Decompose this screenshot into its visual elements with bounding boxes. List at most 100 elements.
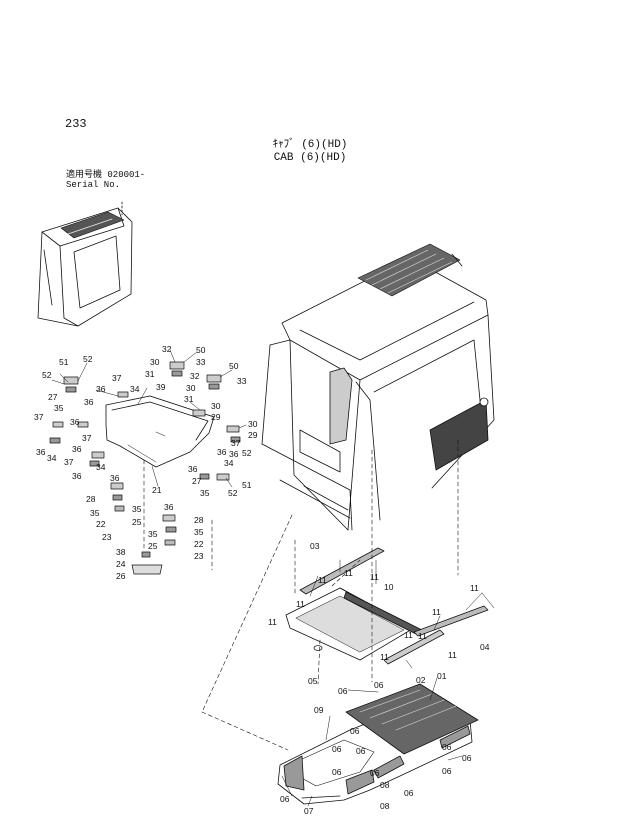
callout-25: 25 (132, 517, 142, 527)
roof-frame (277, 683, 479, 805)
serial-label-japanese: 適用号機 020001- (66, 170, 146, 180)
callout-34: 34 (130, 384, 140, 394)
callout-04: 04 (480, 642, 490, 652)
callout-11: 11 (404, 630, 413, 640)
callout-11: 11 (344, 568, 353, 578)
callout-32: 32 (190, 371, 200, 381)
callout-21: 21 (152, 485, 162, 495)
hardware-parts (49, 361, 241, 575)
callout-25: 25 (148, 541, 158, 551)
callout-23: 23 (102, 532, 112, 542)
callout-06: 06 (404, 788, 414, 798)
roof-panels (285, 547, 489, 665)
callout-10: 10 (384, 582, 394, 592)
callout-11: 11 (380, 652, 389, 662)
callout-34: 34 (224, 458, 234, 468)
callout-27: 27 (192, 476, 202, 486)
callout-06: 06 (338, 686, 348, 696)
callout-35: 35 (200, 488, 210, 498)
callout-39: 39 (156, 382, 166, 392)
callout-11: 11 (432, 607, 441, 617)
leader-lines (51, 349, 495, 807)
callout-36: 36 (70, 417, 80, 427)
callout-28: 28 (86, 494, 96, 504)
callout-35: 35 (148, 529, 158, 539)
callout-35: 35 (194, 527, 204, 537)
page-title-japanese: ｷｬﾌﾞ (6)(HD) (272, 139, 348, 151)
callout-30: 30 (248, 419, 258, 429)
callout-05: 05 (308, 676, 318, 686)
callout-03: 03 (310, 541, 320, 551)
callout-51: 51 (242, 480, 252, 490)
callout-labels: 51 52 52 27 35 36 36 37 34 39 37 36 37 3… (34, 344, 490, 816)
callout-06: 06 (280, 794, 290, 804)
callout-06: 06 (350, 726, 360, 736)
callout-36: 36 (188, 464, 198, 474)
callout-50: 50 (196, 345, 206, 355)
callout-06: 06 (374, 680, 384, 690)
callout-22: 22 (96, 519, 106, 529)
page-number: 233 (65, 117, 87, 131)
callout-36: 36 (96, 384, 106, 394)
serial-number-block: 適用号機 020001- Serial No. (66, 170, 145, 190)
callout-11: 11 (448, 650, 457, 660)
callout-37: 37 (112, 373, 122, 383)
callout-27: 27 (48, 392, 58, 402)
callout-35: 35 (90, 508, 100, 518)
callout-30: 30 (211, 401, 221, 411)
callout-06: 06 (332, 744, 342, 754)
callout-11: 11 (318, 575, 327, 585)
callout-50: 50 (229, 361, 239, 371)
callout-36: 36 (164, 502, 174, 512)
callout-32: 32 (162, 344, 172, 354)
callout-36: 36 (229, 449, 239, 459)
callout-38: 38 (116, 547, 126, 557)
callout-31: 31 (184, 394, 194, 404)
callout-06: 06 (442, 742, 452, 752)
projection-lines (143, 439, 459, 751)
callout-36: 36 (217, 447, 227, 457)
callout-11: 11 (370, 572, 379, 582)
callout-33: 33 (196, 357, 206, 367)
callout-37: 37 (64, 457, 74, 467)
callout-06: 06 (370, 768, 380, 778)
callout-37: 37 (82, 433, 92, 443)
callout-23: 23 (194, 551, 204, 561)
callout-08: 08 (380, 780, 390, 790)
callout-36: 36 (36, 447, 46, 457)
callout-06: 06 (462, 753, 472, 763)
callout-30: 30 (150, 357, 160, 367)
callout-06: 06 (332, 767, 342, 777)
callout-52: 52 (42, 370, 52, 380)
callout-37: 37 (34, 412, 44, 422)
callout-35: 35 (54, 403, 64, 413)
callout-11: 11 (470, 583, 479, 593)
callout-52: 52 (242, 448, 252, 458)
callout-26: 26 (116, 571, 126, 581)
callout-35: 35 (132, 504, 142, 514)
callout-01: 01 (437, 671, 447, 681)
callout-36: 36 (72, 444, 82, 454)
callout-52: 52 (228, 488, 238, 498)
callout-22: 22 (194, 539, 204, 549)
callout-33: 33 (237, 376, 247, 386)
callout-28: 28 (194, 515, 204, 525)
callout-29: 29 (211, 412, 221, 422)
floor-plate-assembly (105, 395, 215, 468)
callout-08: 08 (380, 801, 390, 811)
callout-30: 30 (186, 383, 196, 393)
callout-09: 09 (314, 705, 324, 715)
cab-frame (261, 243, 495, 531)
callout-11: 11 (418, 631, 427, 641)
callout-06: 06 (356, 746, 366, 756)
callout-29: 29 (248, 430, 258, 440)
callout-24: 24 (116, 559, 126, 569)
callout-06: 06 (442, 766, 452, 776)
serial-label: Serial No. (66, 180, 121, 190)
callout-34: 34 (96, 462, 106, 472)
callout-36: 36 (110, 473, 120, 483)
callout-37: 37 (231, 438, 241, 448)
callout-51: 51 (59, 357, 69, 367)
